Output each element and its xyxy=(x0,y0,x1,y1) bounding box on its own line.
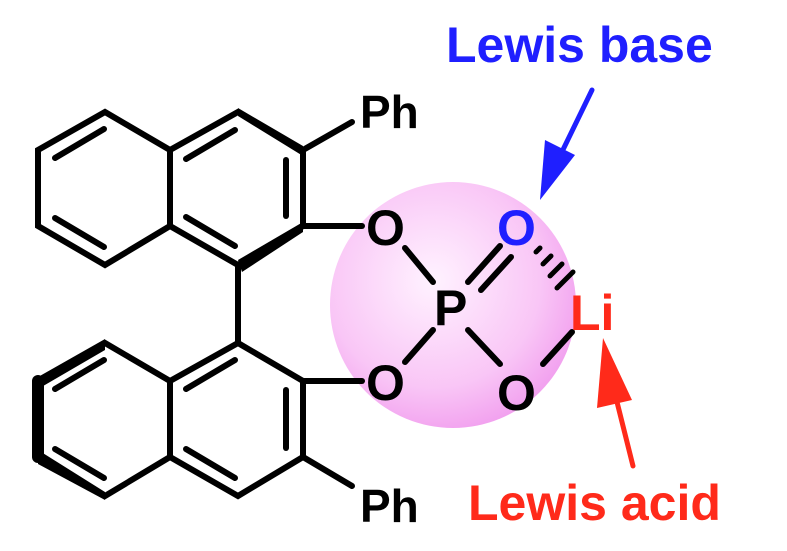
oxygen-upper-left: O xyxy=(366,200,405,256)
lewis-base-label: Lewis base xyxy=(446,17,713,73)
phosphorus-label: P xyxy=(434,280,467,336)
oxygen-double-bond: O xyxy=(497,200,536,256)
lewis-acid-arrow xyxy=(597,338,636,469)
lower-naphthalene xyxy=(32,339,365,500)
upper-naphthalene xyxy=(35,108,365,272)
coordination-bond xyxy=(533,245,576,291)
wedge-bond xyxy=(38,339,105,389)
wedge-bond xyxy=(238,108,303,156)
lewis-base-arrow xyxy=(540,87,595,200)
ph-top-label: Ph xyxy=(360,86,419,138)
lewis-acid-label: Lewis acid xyxy=(468,475,721,531)
lithium-label: Li xyxy=(570,285,614,341)
oxygen-lower-left: O xyxy=(366,355,405,411)
wedge-bond xyxy=(238,222,303,272)
wedge-bond xyxy=(38,450,105,500)
phosphate-sphere xyxy=(330,182,576,428)
ph-bottom-label: Ph xyxy=(360,480,419,532)
phosphate-bonds xyxy=(402,243,575,367)
oxygen-lower-right: O xyxy=(497,365,536,421)
